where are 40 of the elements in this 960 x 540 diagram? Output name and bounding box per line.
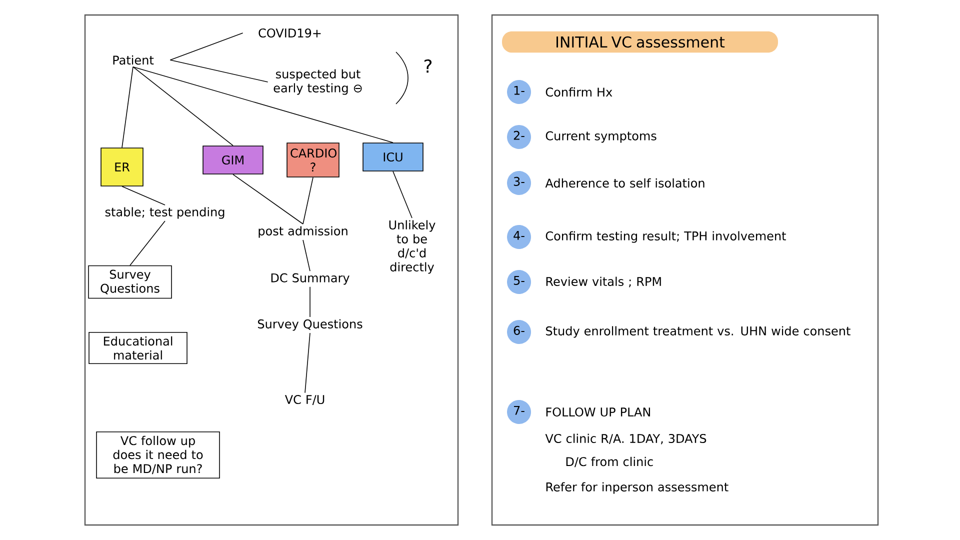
list-item-text: Confirm Hx bbox=[546, 87, 612, 97]
unit-box: GIM bbox=[202, 146, 264, 174]
unit-box: ER bbox=[100, 148, 144, 186]
connector-line bbox=[392, 171, 412, 218]
handwritten-label: Unlikely to be d/c'd directly bbox=[389, 220, 436, 274]
handwritten-label: DC Summary bbox=[271, 273, 350, 285]
handwritten-label: post admission bbox=[258, 226, 348, 238]
connector-line bbox=[170, 60, 268, 82]
connector-line bbox=[170, 32, 244, 60]
connector-line bbox=[304, 332, 310, 394]
connector-line bbox=[122, 66, 134, 148]
connector-line bbox=[122, 186, 166, 206]
handwritten-label: VC F/U bbox=[284, 394, 324, 405]
handwritten-label: Patient bbox=[113, 55, 154, 65]
unit-box: ICU bbox=[362, 142, 424, 172]
question-mark: ? bbox=[424, 59, 432, 73]
list-item-text: D/C from clinic bbox=[566, 456, 653, 468]
list-item-text: VC clinic R/A. 1DAY, 3DAYS bbox=[545, 434, 706, 444]
list-item-text: Adherence to self isolation bbox=[545, 178, 704, 188]
handwritten-label: suspected but early testing ⊖ bbox=[274, 69, 362, 95]
connector-line bbox=[302, 177, 314, 224]
highlighted-heading: INITIAL VC assessment bbox=[502, 31, 778, 53]
handwritten-label: Survey Questions bbox=[258, 319, 362, 331]
handwritten-label: COVID19+ bbox=[258, 28, 321, 38]
connector-line bbox=[132, 66, 394, 143]
note-box: Educational material bbox=[88, 332, 188, 364]
connector-line bbox=[132, 66, 234, 146]
list-item-text: Current symptoms bbox=[546, 131, 656, 143]
list-item-text: Refer for inperson assessment bbox=[546, 482, 728, 494]
connector-line bbox=[232, 174, 304, 224]
connector-line bbox=[130, 220, 166, 266]
handwritten-label: stable; test pending bbox=[105, 207, 224, 219]
note-box: Survey Questions bbox=[88, 265, 172, 299]
list-item-text: Review vitals ; RPM bbox=[546, 276, 661, 288]
list-item-text: Confirm testing result; TPH involvement bbox=[546, 231, 786, 243]
connector-line bbox=[302, 240, 310, 272]
note-box: VC follow up does it need to be MD/NP run? bbox=[96, 431, 220, 478]
list-item-text: Study enrollment treatment vs. UHN wide consent bbox=[546, 326, 850, 338]
unit-box: CARDIO ? bbox=[286, 142, 340, 178]
list-item-text: FOLLOW UP PLAN bbox=[546, 407, 650, 417]
